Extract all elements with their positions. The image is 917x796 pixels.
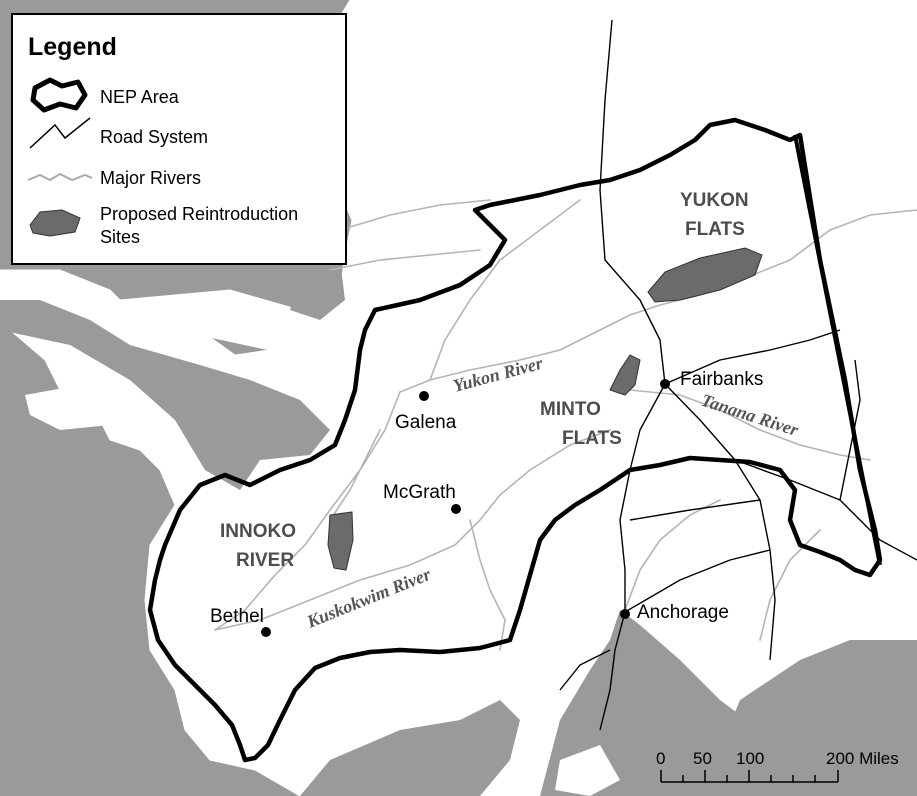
susitna-river-line (624, 499, 721, 611)
kodiak-island (555, 745, 620, 796)
minto-flats-label-line2: FLATS (562, 428, 622, 449)
galena-dot (419, 391, 429, 401)
road-line-icon (29, 117, 91, 149)
legend-box: Legend NEP Area Road System Major Rivers… (11, 13, 347, 265)
parks-highway-line (619, 383, 666, 612)
innoko-river-label-line2: RIVER (236, 550, 294, 571)
bristol-bay-water (300, 700, 520, 796)
canada-border-line (793, 134, 882, 566)
scale-ticks (660, 770, 839, 782)
yukon-flats-label-line1: YUKON (680, 190, 749, 211)
islands (25, 385, 620, 796)
major-rivers (214, 199, 917, 651)
noatak-river-line (339, 199, 491, 231)
minto-flats-site (609, 354, 641, 396)
prince-william-sound-water (700, 640, 917, 796)
reintroduction-site-icon (29, 209, 81, 237)
scale-label-0: 0 (656, 749, 665, 768)
glenn-highway-line (624, 549, 771, 613)
steese-highway-line (664, 329, 841, 385)
anchorage-label: Anchorage (637, 602, 729, 623)
yukon-flats-site (647, 247, 763, 303)
bethel-label: Bethel (210, 606, 264, 627)
legend-label-road-system: Road System (100, 127, 208, 147)
city-markers (261, 379, 670, 637)
scale-label-200: 200 Miles (826, 749, 899, 768)
legend-label-nep-area: NEP Area (100, 87, 180, 107)
innoko-river-label-line1: INNOKO (220, 521, 296, 542)
tanana-river-line (629, 389, 871, 461)
sterling-highway-line (559, 649, 611, 691)
legend-label-sites-line1: Proposed Reintroduction (100, 204, 298, 224)
seward-peninsula-land (118, 284, 341, 351)
seward-highway-line (599, 611, 626, 731)
galena-label: Galena (395, 412, 457, 433)
yukon-flats-label-line2: FLATS (685, 219, 745, 240)
river-line-icon (27, 172, 93, 182)
denali-highway-line (629, 499, 761, 521)
porcupine-river-line (789, 209, 917, 261)
dalton-highway-line (599, 19, 666, 385)
fairbanks-label: Fairbanks (680, 369, 763, 390)
nep-area-boundary (147, 117, 883, 763)
legend-label-major-rivers: Major Rivers (100, 168, 201, 188)
minto-flats-label-line1: MINTO (540, 399, 601, 420)
legend-label-sites-line2: Sites (100, 227, 140, 247)
kotzebue-sound-water (290, 260, 345, 320)
scale-label-100: 100 (736, 749, 764, 768)
bethel-dot (261, 627, 271, 637)
mcgrath-label: McGrath (383, 482, 456, 503)
norton-sound-water (0, 300, 330, 490)
legend-title: Legend (28, 33, 117, 61)
nunivak-island (140, 420, 175, 450)
mcgrath-tributary-line (469, 519, 506, 651)
scale-bar: 0 50 100 200 Miles (656, 749, 899, 783)
yukon-river-lower-line (214, 391, 401, 631)
nep-area-outline-icon (30, 77, 88, 113)
scale-label-50: 50 (693, 749, 712, 768)
kuskokwim-river-line (214, 429, 611, 631)
road-system (559, 19, 917, 731)
kobuk-river-line (329, 249, 481, 271)
inland-water (0, 260, 917, 796)
innoko-river-site (327, 511, 354, 571)
mcgrath-dot (451, 504, 461, 514)
taylor-highway-line (839, 359, 861, 501)
koyukuk-river-line (429, 199, 581, 381)
anchorage-dot (620, 609, 630, 619)
reintroduction-sites (327, 247, 763, 571)
innoko-river-line (329, 429, 381, 521)
st-lawrence-island (25, 385, 120, 430)
fairbanks-dot (660, 379, 670, 389)
